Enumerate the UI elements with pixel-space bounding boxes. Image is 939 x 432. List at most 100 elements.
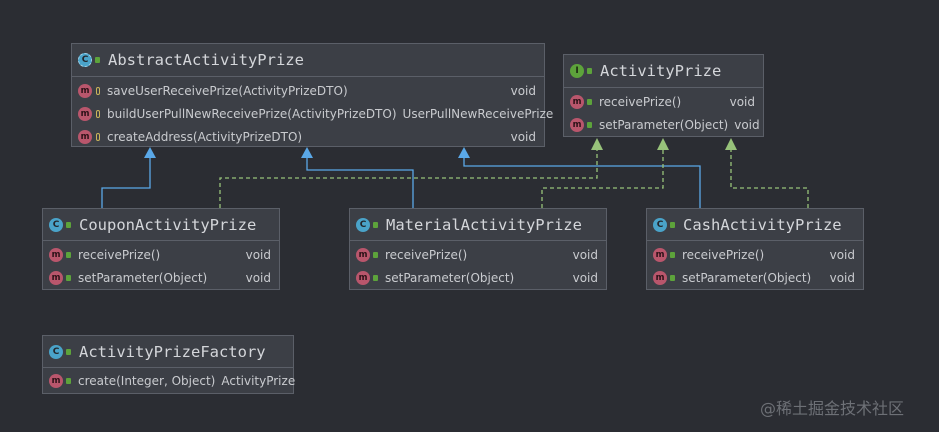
class-abstract-activity-prize[interactable]: C AbstractActivityPrize m saveUserReceiv… [71, 43, 553, 148]
public-visibility-icon [670, 221, 675, 228]
public-visibility-icon [587, 98, 592, 105]
class-activity-prize-factory[interactable]: C ActivityPrizeFactory m create(Integer,… [42, 335, 296, 394]
method-row[interactable]: m setParameter(Object) void [43, 266, 279, 289]
method-row[interactable]: m createAddress(ActivityPrizeDTO) void [72, 125, 544, 148]
method-return-type: UserPullNewReceivePrize [402, 106, 554, 121]
method-return-type: void [572, 270, 598, 285]
class-icon: C [49, 344, 63, 359]
class-header: C CouponActivityPrize [43, 209, 279, 241]
method-signature: receivePrize() [385, 247, 468, 262]
class-header: C MaterialActivityPrize [350, 209, 606, 241]
extends-arrowhead-material [301, 147, 313, 158]
method-icon: m [78, 106, 92, 121]
interface-activity-prize[interactable]: I ActivityPrize m receivePrize() void m … [563, 54, 764, 137]
class-icon: C [356, 217, 370, 232]
method-icon: m [356, 270, 370, 285]
public-visibility-icon [373, 274, 378, 281]
class-header: I ActivityPrize [564, 55, 763, 88]
method-signature: createAddress(ActivityPrizeDTO) [107, 129, 303, 144]
method-signature: receivePrize() [682, 247, 765, 262]
method-icon: m [49, 270, 63, 285]
method-row[interactable]: m receivePrize() void [647, 243, 863, 266]
class-name: MaterialActivityPrize [386, 215, 582, 234]
method-icon: m [78, 83, 92, 98]
method-row[interactable]: m receivePrize() void [43, 243, 279, 266]
class-name: ActivityPrizeFactory [79, 342, 266, 361]
method-signature: create(Integer, Object) [78, 373, 216, 388]
method-signature: setParameter(Object) [599, 117, 729, 132]
implements-edge-coupon [219, 150, 598, 208]
class-cash-activity-prize[interactable]: C CashActivityPrize m receivePrize() voi… [646, 208, 864, 290]
public-visibility-icon [587, 121, 592, 128]
method-icon: m [78, 129, 92, 144]
public-visibility-icon [373, 251, 378, 258]
public-visibility-icon [66, 221, 71, 228]
static-method-icon: m [49, 373, 63, 388]
class-icon: C [49, 217, 63, 232]
method-icon: m [356, 247, 370, 262]
class-header: C AbstractActivityPrize [72, 44, 544, 77]
method-return-type: void [245, 270, 271, 285]
class-header: C CashActivityPrize [647, 209, 863, 241]
public-visibility-icon [66, 377, 71, 384]
method-return-type: void [829, 247, 855, 262]
implements-arrowhead-material [657, 138, 669, 150]
method-signature: receivePrize() [599, 94, 682, 109]
public-visibility-icon [66, 348, 71, 355]
class-name: ActivityPrize [600, 62, 722, 80]
watermark: @稀土掘金技术社区 [760, 399, 905, 418]
method-return-type: void [572, 247, 598, 262]
public-visibility-icon [373, 221, 378, 228]
protected-visibility-icon [96, 86, 100, 95]
extends-arrowhead-coupon [144, 147, 156, 158]
implements-arrowhead-coupon [591, 138, 603, 150]
method-signature: setParameter(Object) [385, 270, 515, 285]
method-icon: m [49, 247, 63, 262]
method-signature: setParameter(Object) [78, 270, 208, 285]
abstract-method-icon: m [570, 94, 584, 109]
protected-visibility-icon [96, 109, 100, 118]
method-return-type: void [829, 270, 855, 285]
class-name: CouponActivityPrize [79, 215, 257, 234]
class-header: C ActivityPrizeFactory [43, 336, 293, 368]
method-row[interactable]: m setParameter(Object) void [564, 113, 763, 136]
public-visibility-icon [670, 274, 675, 281]
method-return-type: void [729, 94, 755, 109]
method-signature: buildUserPullNewReceivePrize(ActivityPri… [107, 106, 397, 121]
public-visibility-icon [66, 251, 71, 258]
class-name: AbstractActivityPrize [108, 51, 304, 69]
interface-icon: I [570, 64, 584, 78]
method-row[interactable]: m setParameter(Object) void [647, 266, 863, 289]
method-signature: setParameter(Object) [682, 270, 812, 285]
method-icon: m [653, 270, 667, 285]
abstract-method-icon: m [570, 117, 584, 132]
method-return-type: void [734, 117, 760, 132]
method-row[interactable]: m saveUserReceivePrize(ActivityPrizeDTO)… [72, 79, 544, 102]
protected-visibility-icon [96, 132, 100, 141]
method-row[interactable]: m receivePrize() void [564, 90, 763, 113]
extends-arrowhead-cash [458, 147, 470, 158]
method-return-type: void [510, 83, 536, 98]
method-return-type: void [245, 247, 271, 262]
implements-arrowhead-cash [725, 138, 737, 150]
implements-edge-material [541, 150, 664, 208]
method-return-type: void [510, 129, 536, 144]
method-signature: saveUserReceivePrize(ActivityPrizeDTO) [107, 83, 348, 98]
method-signature: receivePrize() [78, 247, 161, 262]
method-row[interactable]: m create(Integer, Object) ActivityPrize [43, 369, 296, 392]
method-row[interactable]: m setParameter(Object) void [350, 266, 606, 289]
public-visibility-icon [66, 274, 71, 281]
method-row[interactable]: m buildUserPullNewReceivePrize(ActivityP… [72, 102, 553, 125]
class-icon: C [653, 217, 667, 232]
extends-edge-material [306, 158, 414, 208]
class-name: CashActivityPrize [683, 215, 842, 234]
extends-edge-coupon [101, 158, 151, 208]
method-row[interactable]: m receivePrize() void [350, 243, 606, 266]
class-material-activity-prize[interactable]: C MaterialActivityPrize m receivePrize()… [349, 208, 607, 290]
method-return-type: ActivityPrize [221, 373, 296, 388]
public-visibility-icon [670, 251, 675, 258]
extends-edge-cash [463, 158, 701, 208]
class-coupon-activity-prize[interactable]: C CouponActivityPrize m receivePrize() v… [42, 208, 280, 290]
public-visibility-icon [587, 68, 592, 74]
